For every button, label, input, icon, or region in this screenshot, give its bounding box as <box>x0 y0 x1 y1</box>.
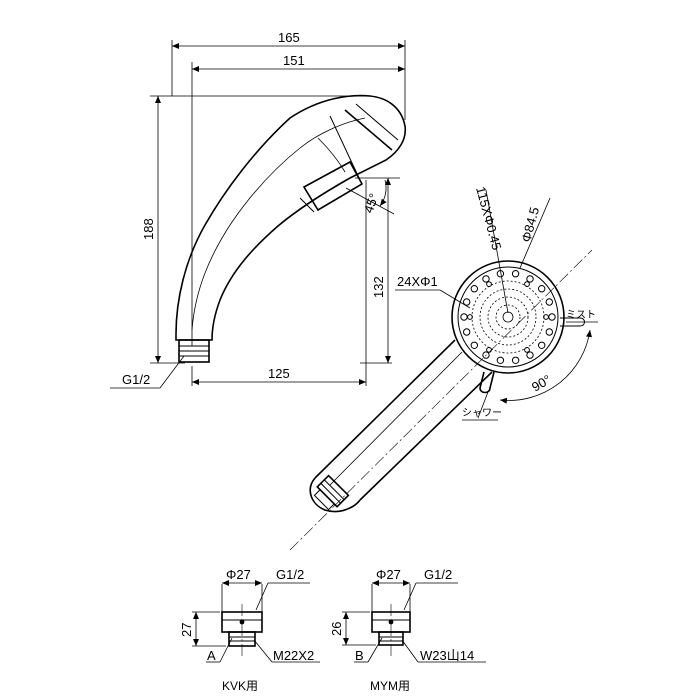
mym-caption: MYM用 <box>370 679 410 693</box>
kvk-thread-bottom-label: M22X2 <box>273 648 314 663</box>
kvk-diameter-label: Φ27 <box>226 567 251 582</box>
spray-hole <box>470 341 478 349</box>
head-outer-circle <box>451 260 565 374</box>
spray-hole <box>511 356 520 364</box>
spray-hole <box>496 356 505 364</box>
large-spray-holes <box>460 270 556 364</box>
mym-point-label: B <box>355 648 364 663</box>
mym-thread-bottom-label: W23山14 <box>420 648 474 663</box>
thread-label-g12: G1/2 <box>122 372 150 387</box>
spray-hole <box>548 313 556 321</box>
spray-hole <box>460 313 468 321</box>
spray-hole <box>524 347 530 353</box>
label-mist: ミスト <box>566 310 596 321</box>
dim-label-188: 188 <box>141 218 156 240</box>
label-holes-fine: 115XΦ0.45 <box>473 185 504 252</box>
spray-hole <box>524 281 530 288</box>
spray-hole <box>470 285 478 293</box>
face-view: 115XΦ0.45 Φ84.5 24XΦ1 ミスト シャワー 90° <box>289 185 598 551</box>
kvk-point-label: A <box>207 648 216 663</box>
spray-hole <box>511 270 520 278</box>
spray-hole <box>538 285 546 293</box>
handle-body <box>175 94 407 341</box>
mym-thread-top-label: G1/2 <box>424 567 452 582</box>
label-holes-large: 24XΦ1 <box>397 274 438 289</box>
spray-hole <box>467 314 473 320</box>
spray-hole <box>486 347 492 353</box>
spray-hole <box>543 314 549 320</box>
spray-hole <box>463 298 471 306</box>
kvk-height-label: 27 <box>179 623 194 637</box>
spray-hole <box>482 351 490 359</box>
spray-hole <box>486 281 492 288</box>
dim-label-151: 151 <box>283 53 305 68</box>
kvk-thread-top-label: G1/2 <box>276 567 304 582</box>
dim-label-132: 132 <box>371 276 386 298</box>
spray-hole <box>545 298 553 306</box>
mym-height-label: 26 <box>329 622 344 636</box>
spray-hole <box>482 275 490 283</box>
spray-hole <box>538 341 546 349</box>
label-shower: シャワー <box>462 408 502 419</box>
kvk-caption: KVK用 <box>222 679 258 693</box>
angle-label-90: 90° <box>529 372 554 395</box>
adapter-mym: Φ27 G1/2 26 B W23山14 MYM用 <box>329 567 486 693</box>
spray-hole <box>526 275 534 283</box>
face-view-handle <box>314 339 493 501</box>
spray-hole <box>545 328 553 336</box>
side-view: 165 151 188 45° 132 <box>110 30 407 389</box>
spray-hole <box>463 328 471 336</box>
angle-label-45: 45° <box>361 191 382 215</box>
spray-hole <box>526 351 534 359</box>
dim-label-165: 165 <box>278 30 300 45</box>
dim-label-125: 125 <box>268 366 290 381</box>
mym-diameter-label: Φ27 <box>376 567 401 582</box>
adapter-kvk: Φ27 G1/2 27 A M22X2 KVK用 <box>179 567 320 693</box>
